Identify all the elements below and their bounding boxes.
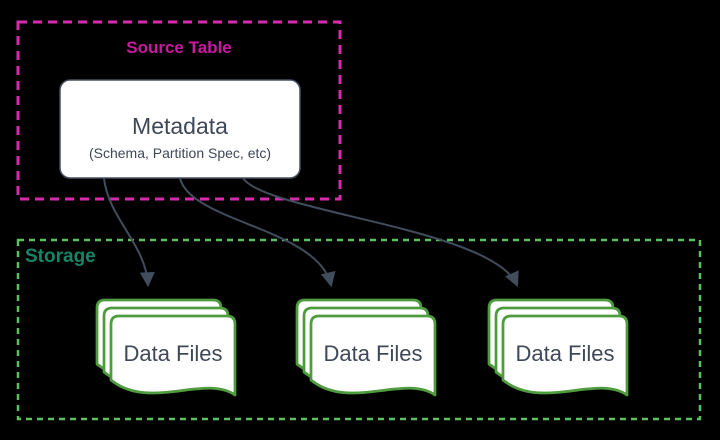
metadata-node-title: Metadata <box>132 113 228 139</box>
data-files-stack-3: Data Files <box>487 298 629 397</box>
data-files-label-2: Data Files <box>323 341 422 366</box>
edges <box>103 177 519 288</box>
data-files-label-1: Data Files <box>123 341 222 366</box>
storage-label: Storage <box>25 246 96 267</box>
edge-metadata-to-datafiles-1 <box>103 177 155 288</box>
data-files-label-3: Data Files <box>515 341 614 366</box>
metadata-node: Metadata (Schema, Partition Spec, etc) <box>59 79 301 179</box>
source-table-label: Source Table <box>126 38 232 57</box>
storage-cluster: Storage <box>16 238 702 421</box>
storage-border <box>16 238 702 421</box>
data-files-stack-2: Data Files <box>295 298 437 397</box>
edge-metadata-to-datafiles-2 <box>179 177 336 288</box>
source-table-cluster: Source Table <box>16 20 342 201</box>
metadata-node-subtitle: (Schema, Partition Spec, etc) <box>89 145 271 161</box>
edge-metadata-to-datafiles-3 <box>242 177 519 288</box>
source-table-border <box>16 20 342 201</box>
data-files-stack-1: Data Files <box>95 298 237 397</box>
